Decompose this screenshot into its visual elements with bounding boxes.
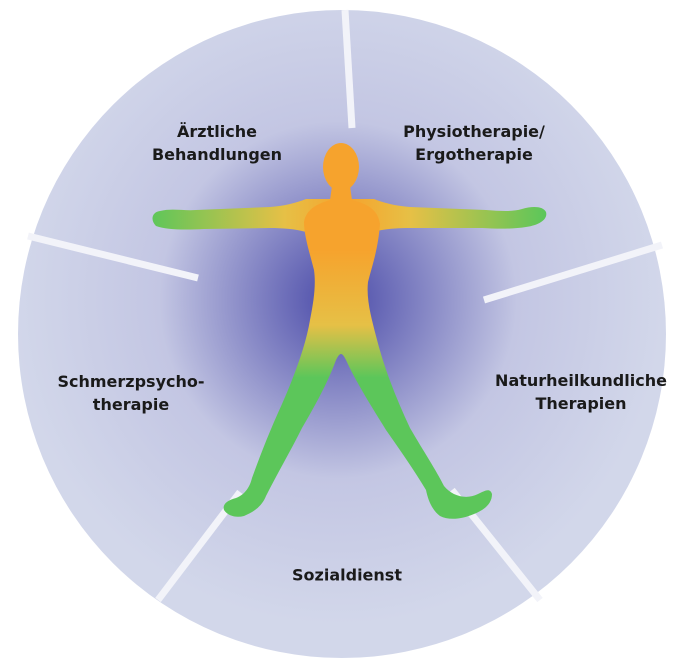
- segment-label-line: Schmerzpsycho-: [57, 372, 205, 391]
- figure-head: [323, 143, 359, 191]
- segment-label-line: Sozialdienst: [292, 565, 402, 585]
- divider-left: [27, 232, 199, 282]
- segment-label-line: Physiotherapie/: [403, 122, 545, 141]
- segment-label-natur: Naturheilkundliche Therapien: [495, 369, 667, 415]
- segment-label-physio: Physiotherapie/ Ergotherapie: [403, 120, 545, 166]
- segment-label-schmerz: Schmerzpsycho- therapie: [57, 370, 204, 416]
- segment-label-line: Behandlungen: [151, 145, 283, 164]
- divider-right: [482, 241, 664, 304]
- segment-label-line: therapie: [92, 395, 170, 414]
- segment-label-line: Ergotherapie: [415, 145, 533, 164]
- segment-label-line: Therapien: [535, 394, 627, 413]
- segment-label-aerztliche: Ärztliche Behandlungen: [152, 120, 282, 166]
- segment-label-line: Ärztliche: [177, 122, 257, 141]
- segment-label-sozial: Sozialdienst: [292, 564, 402, 587]
- figure-body: [223, 186, 492, 519]
- segment-label-line: Naturheilkundliche: [495, 371, 667, 390]
- divider-top: [341, 9, 356, 129]
- human-figure-icon: [152, 143, 547, 519]
